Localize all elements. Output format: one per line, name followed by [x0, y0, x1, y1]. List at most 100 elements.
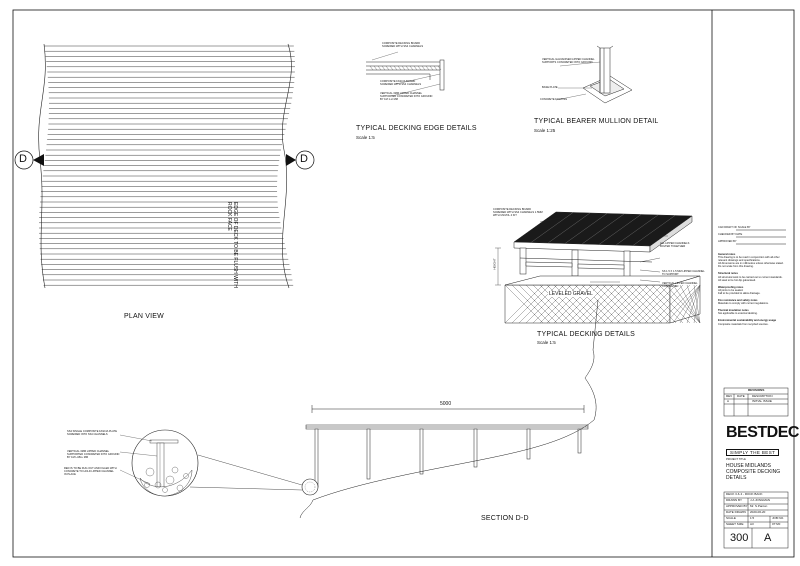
gravel-hatch-line [665, 284, 701, 324]
gravel-hatch-line [686, 284, 701, 324]
edge-hatch-line [381, 65, 386, 71]
rev-col-2: DATE [737, 394, 745, 398]
job-value: 07720 [772, 522, 781, 526]
decking-annotation-4: VERTICAL LIPPED CHANNEL CONCRETED [662, 282, 698, 288]
callout-stone [183, 473, 189, 479]
edge-details-scale: Scale 1:5 [356, 135, 375, 140]
section-dd-footing [301, 478, 319, 496]
gravel-hatch-line [588, 284, 628, 324]
notes-fire-head: Fire resistance and safety notes [718, 299, 758, 303]
gravel-hatch-line [511, 284, 551, 324]
section-dd-drawing [299, 299, 599, 519]
rev-col-1: REV [726, 394, 733, 398]
callout-stone [162, 487, 168, 493]
project-label: PROJECT TITLE [726, 458, 746, 461]
notes-structural-head: Structural notes [718, 272, 738, 276]
gravel-hatch-line [630, 284, 670, 324]
callout-stone [176, 484, 184, 492]
leveled-gravel-label: LEVELED GRAVEL [548, 291, 594, 297]
edge-detail-hatch [369, 65, 442, 71]
callout-stone [165, 475, 175, 485]
logo-text: BESTDECK [726, 424, 800, 441]
decking-dimension [495, 217, 668, 286]
mullion-scale: Scale 1:25 [534, 128, 556, 133]
notes-general: This drawing is to be read in conjunctio… [718, 256, 784, 269]
revision-letter: A [764, 532, 772, 544]
edge-hatch-line [437, 65, 442, 71]
gravel-hatch-line [658, 284, 698, 324]
plan-view-right-edge [282, 43, 292, 289]
notes-thermal-head: Thermal insulation notes [718, 309, 749, 313]
section-dimension: 5000 [440, 401, 452, 407]
decking-title: TYPICAL DECKING DETAILS [537, 331, 635, 338]
gravel-hatch-line [693, 284, 701, 324]
section-annotation-2: VERTICAL 3MM LIPPED CHANNEL SUPPORTED CO… [67, 450, 120, 459]
notes-waterproofing: All joints to be sealed. Fall to be prov… [718, 288, 761, 295]
callout-stone [145, 467, 155, 477]
gravel-hatch-line [672, 284, 701, 324]
decking-annotation-1: COMPOSITE DECKING BOARD SCREWED WITH SS4… [493, 208, 543, 217]
project-line-2: COMPOSITE DECKING [726, 469, 781, 475]
decking-detail-drawing [504, 211, 701, 324]
edge-hatch-line [401, 65, 406, 71]
edge-details-title: TYPICAL DECKING EDGE DETAILS [356, 125, 477, 132]
decking-annotation-3: SS 1.5 X 1.5 MM LIPPED CHANNEL TO SUPPOR… [662, 270, 705, 276]
plan-view-decking [39, 45, 295, 286]
mullion-annotation-3: CONCRETE FOOTING [540, 98, 568, 101]
edge-hatch-line [385, 65, 390, 71]
callout-stone [171, 466, 179, 474]
sheet-label: SHEET SIZE [726, 522, 744, 526]
edge-hatch-line [433, 65, 438, 71]
deck-board-line [632, 215, 676, 246]
section-annotation-3: RED IS TO BE DUG OUT AND FILLED WITH CON… [64, 467, 117, 476]
notes-env: Composite materials from recycled source… [718, 322, 769, 326]
section-annotation-1: SS4 SINGLE COMPOSITE FASCIA PLATE SCREWE… [67, 430, 117, 436]
drawn-value: J.A JONGMAN [750, 498, 771, 502]
tb-field-3: APPROVED BY [718, 240, 737, 243]
job-label: JOB NO. [772, 516, 785, 520]
edge-hatch-line [417, 65, 422, 71]
mullion-annotation-1: VERTICAL GALVANISED LIPPED CHANNEL SUPPO… [542, 58, 595, 64]
gravel-hatch-line [504, 284, 544, 324]
section-marker-right [286, 150, 315, 170]
section-dd-title: SECTION D-D [481, 515, 529, 522]
edge-note: EDGE OF DECK TO BE FLUSH WITH ROCK FACE [226, 202, 238, 288]
notes-structural: All structural work to be carried out to… [718, 275, 783, 282]
sheet-border [12, 9, 795, 558]
decking-annotation-2: ALL LIPPED CHANNELS BOLTED TOGETHER [660, 242, 690, 248]
callout-stone [154, 481, 162, 489]
edge-hatch-line [369, 65, 374, 71]
gravel-hatch-line [644, 284, 684, 324]
gravel-hatch-line [679, 284, 701, 324]
gravel-hatch-line [602, 284, 642, 324]
approved-label: APPROVED BY [726, 504, 748, 508]
date-label: DATE DRAWN [726, 510, 746, 514]
edge-hatch-line [389, 65, 394, 71]
notes-env-head: Environmental sustainability and energy … [718, 319, 777, 323]
gravel-hatch-line [532, 284, 572, 324]
edge-hatch-line [393, 65, 398, 71]
rev-row-1-desc: INITIAL ISSUE [752, 399, 772, 403]
logo-slogan: SIMPLY THE BEST [726, 449, 780, 456]
notes-waterproofing-head: Waterproofing notes [718, 285, 744, 289]
edge-detail-drawing [366, 51, 445, 97]
deck-board-line [564, 213, 608, 244]
edge-hatch-line [413, 65, 418, 71]
section-marker-left-label: D [19, 153, 27, 165]
decking-scale: Scale 1:5 [537, 340, 556, 345]
tb-field-1: CAD DRAFT OF SCALE BY [718, 226, 751, 229]
revisions-head: REVISIONS [748, 388, 765, 392]
scale-label: SCALE [726, 516, 736, 520]
mullion-annotation-2: BASE PLATE [542, 86, 558, 89]
gravel-hatch-line [525, 284, 565, 324]
mullion-title: TYPICAL BEARER MULLION DETAIL [534, 118, 659, 125]
gravel-hatch-line [595, 284, 635, 324]
gravel-hatch-line [651, 284, 691, 324]
edge-annotation-3: VERTICAL 3MM LIPPED CHANNEL SUPPORTED CO… [380, 92, 433, 101]
gravel-hatch-line [609, 284, 649, 324]
plan-view-title: PLAN VIEW [124, 313, 164, 320]
rev-col-3: DESCRIPTION [752, 394, 773, 398]
mullion-detail-drawing [555, 45, 633, 104]
project-line-1: HOUSE MIDLANDS [726, 463, 772, 469]
